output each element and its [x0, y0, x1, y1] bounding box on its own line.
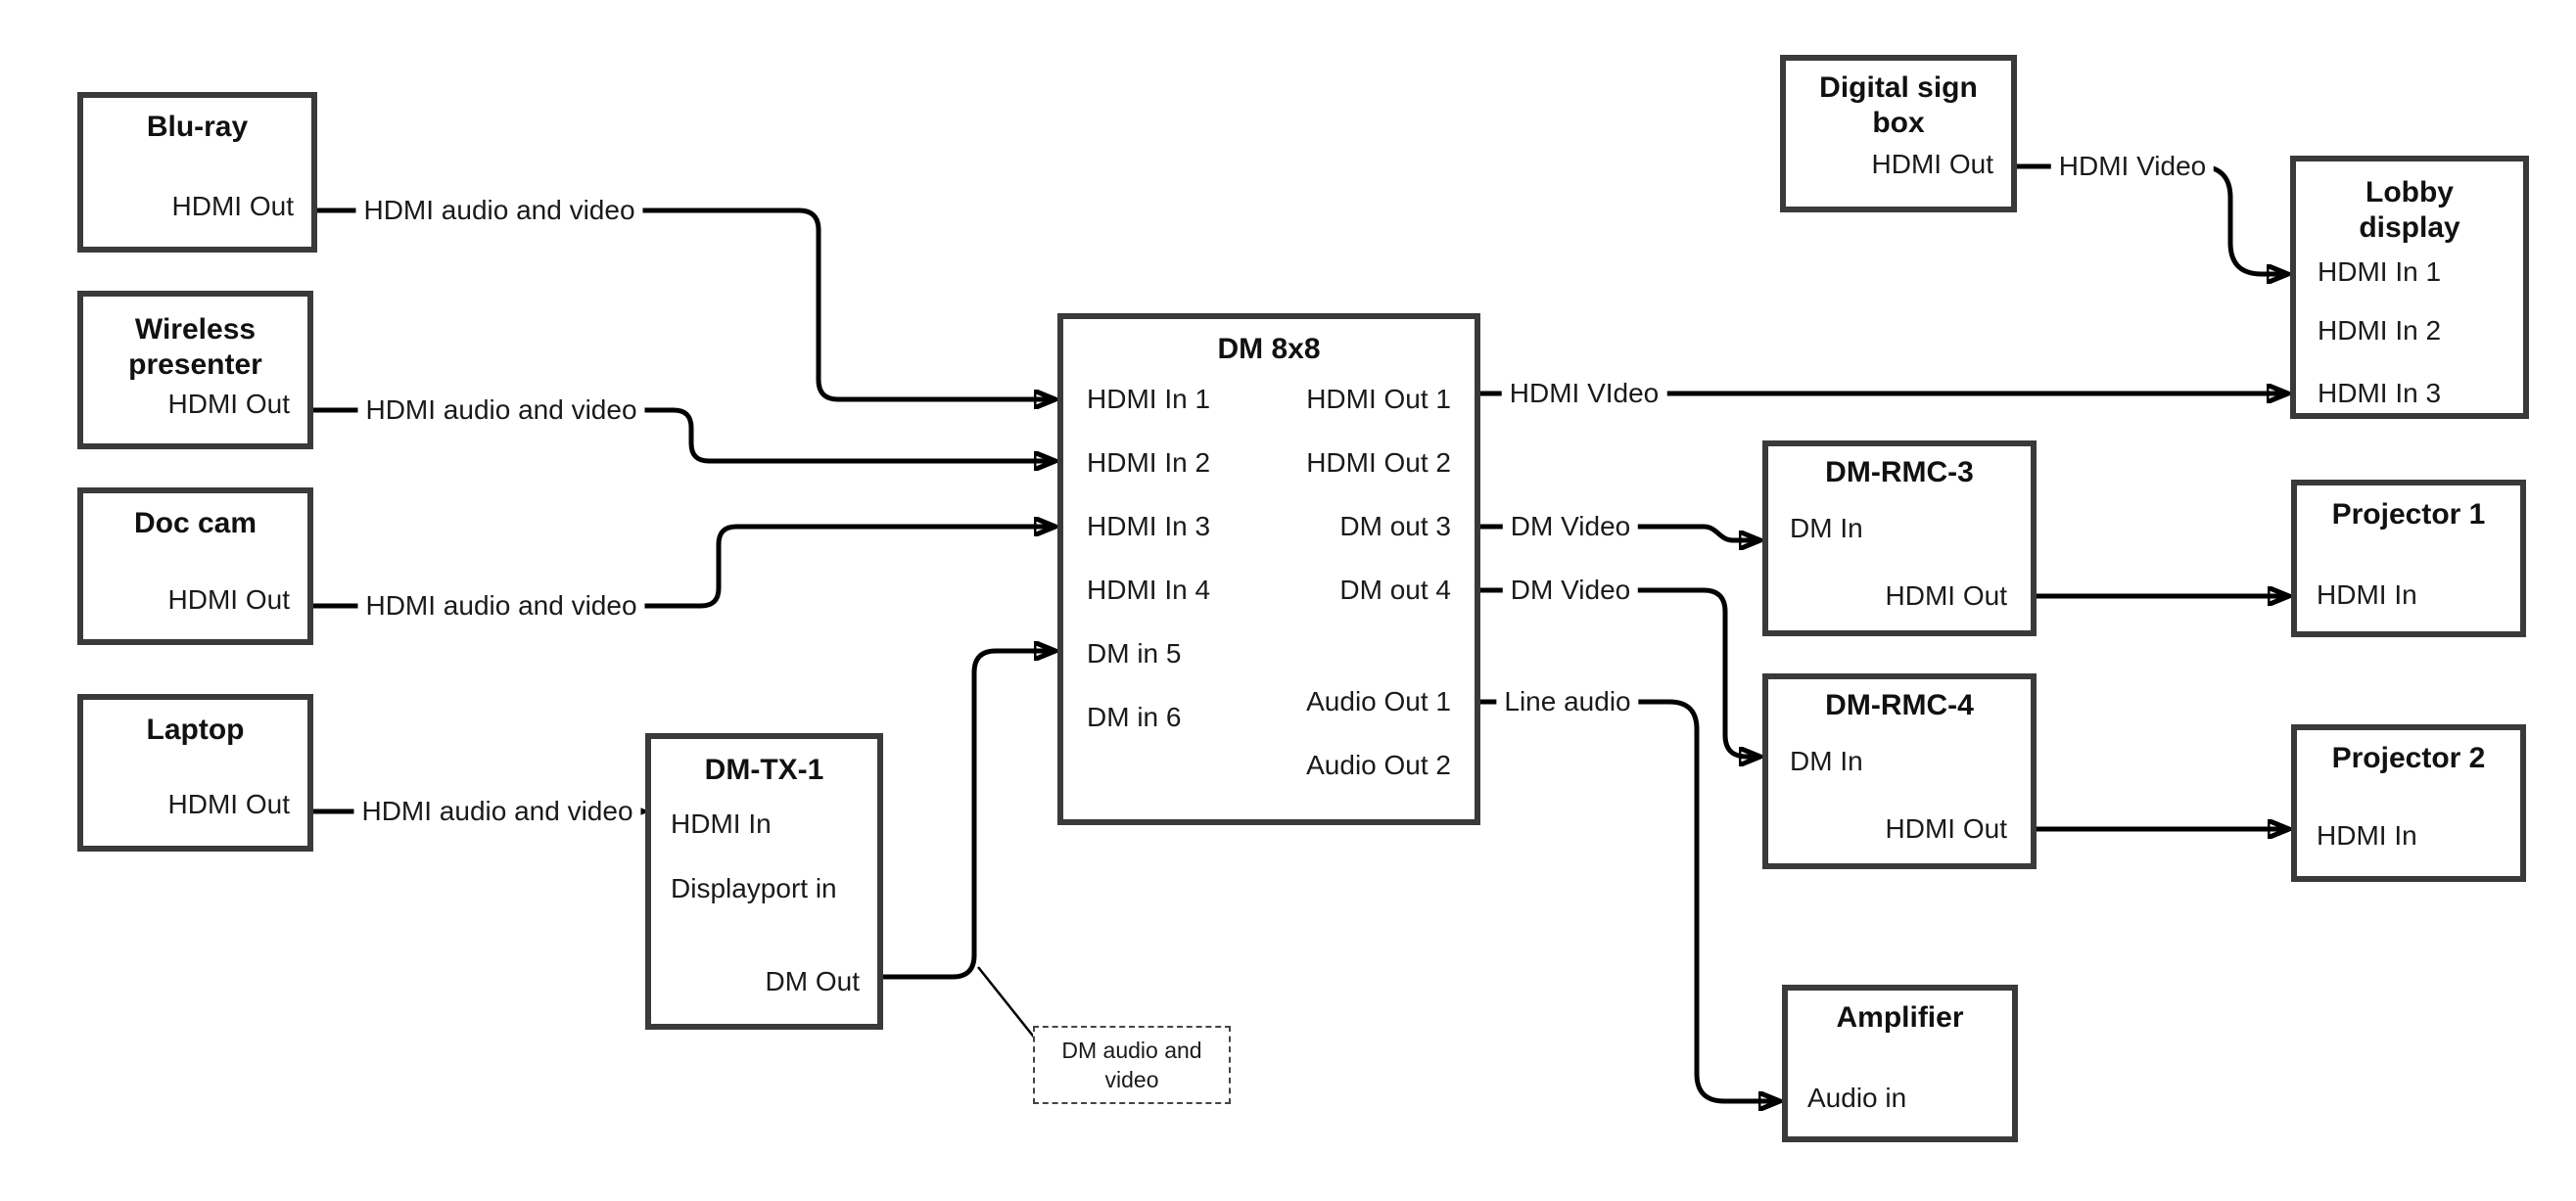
port-hdmi-in-1: HDMI In 1 — [2318, 256, 2442, 287]
port-hdmi-in-2: HDMI In 2 — [2318, 315, 2442, 346]
node-dm-rmc-4: DM-RMC-4 DM In HDMI Out — [1762, 673, 2037, 869]
edge-wireless-to-dm8x8-hdmi-in-2 — [313, 407, 1054, 461]
node-title: DM 8x8 — [1217, 333, 1321, 365]
node-title: DM-TX-1 — [704, 754, 824, 786]
port-hdmi-out-2: HDMI Out 2 — [1306, 447, 1451, 478]
edge-dm8x8-dmout3-to-rmc3-dm-in — [1480, 524, 1759, 540]
edge-label-line-audio: Line audio — [1496, 687, 1639, 716]
edge-dm8x8-audioout1-to-amplifier — [1480, 699, 1779, 1101]
node-title: Digital sign box — [1819, 71, 1978, 139]
port-hdmi-in-1: HDMI In 1 — [1087, 384, 1211, 414]
port-hdmi-in: HDMI In — [2317, 579, 2417, 610]
edge-label-hdmi-audio-and-video-1: HDMI audio and video — [355, 196, 643, 225]
node-amplifier: Amplifier Audio in — [1782, 985, 2018, 1142]
annotation-dm-audio-and-video: DM audio and video — [1033, 1026, 1231, 1104]
port-audio-out-2: Audio Out 2 — [1306, 750, 1451, 780]
node-dm-rmc-3: DM-RMC-3 DM In HDMI Out — [1762, 440, 2037, 636]
edge-label-dm-video-out4: DM Video — [1502, 576, 1639, 605]
port-hdmi-out: HDMI Out — [1871, 149, 1993, 179]
port-dm-in: DM In — [1790, 746, 1863, 776]
node-digital-sign-box: Digital sign box HDMI Out — [1780, 55, 2017, 212]
node-title: Projector 1 — [2331, 498, 2486, 531]
node-title: DM-RMC-3 — [1825, 456, 1974, 488]
port-hdmi-out: HDMI Out — [171, 191, 294, 221]
port-hdmi-out: HDMI Out — [1885, 580, 2007, 611]
port-hdmi-out: HDMI Out — [167, 389, 290, 419]
node-projector-1: Projector 1 HDMI In — [2291, 480, 2526, 637]
callout-line-dm-audio-video — [977, 966, 1037, 1040]
port-dm-in-5: DM in 5 — [1087, 638, 1182, 669]
port-hdmi-in-3: HDMI In 3 — [2318, 378, 2442, 408]
node-title: Wireless presenter — [128, 313, 262, 381]
port-hdmi-in-3: HDMI In 3 — [1087, 511, 1211, 541]
node-dm-8x8: DM 8x8 HDMI In 1 HDMI In 2 HDMI In 3 HDM… — [1057, 313, 1480, 825]
node-title: Blu-ray — [146, 111, 249, 143]
port-hdmi-in-2: HDMI In 2 — [1087, 447, 1211, 478]
edge-label-hdmi-audio-and-video-2: HDMI audio and video — [357, 395, 645, 425]
port-hdmi-out: HDMI Out — [167, 789, 290, 819]
port-displayport-in: Displayport in — [671, 873, 837, 903]
port-dm-in-6: DM in 6 — [1087, 702, 1182, 732]
edge-dm8x8-dmout4-to-rmc4-dm-in — [1480, 587, 1759, 757]
node-doc-cam: Doc cam HDMI Out — [77, 487, 313, 645]
port-hdmi-in-4: HDMI In 4 — [1087, 575, 1211, 605]
port-hdmi-in: HDMI In — [2317, 820, 2417, 851]
port-dm-out-3: DM out 3 — [1339, 511, 1451, 541]
edge-label-hdmi-audio-and-video-3: HDMI audio and video — [357, 591, 645, 621]
port-audio-out-1: Audio Out 1 — [1306, 686, 1451, 716]
node-projector-2: Projector 2 HDMI In — [2291, 724, 2526, 882]
node-title: Amplifier — [1836, 1001, 1964, 1034]
node-title: Doc cam — [133, 507, 258, 539]
node-blu-ray: Blu-ray HDMI Out — [77, 92, 317, 253]
port-dm-in: DM In — [1790, 513, 1863, 543]
edge-doccam-to-dm8x8-hdmi-in-3 — [313, 527, 1054, 609]
node-dm-tx-1: DM-TX-1 HDMI In Displayport in DM Out — [645, 733, 883, 1030]
node-laptop: Laptop HDMI Out — [77, 694, 313, 852]
edge-bluray-to-dm8x8-hdmi-in-1 — [317, 208, 1054, 399]
node-title: DM-RMC-4 — [1825, 689, 1974, 721]
edge-label-hdmi-video-out1: HDMI VIdeo — [1501, 379, 1667, 408]
node-wireless-presenter: Wireless presenter HDMI Out — [77, 291, 313, 449]
port-audio-in: Audio in — [1807, 1083, 1907, 1113]
node-title: Lobby display — [2359, 176, 2460, 244]
node-title: Laptop — [146, 714, 245, 746]
edge-label-dm-video-out3: DM Video — [1502, 512, 1639, 541]
node-lobby-display: Lobby display HDMI In 1 HDMI In 2 HDMI I… — [2290, 156, 2529, 419]
edge-digitalsign-to-lobby-hdmi-in-1 — [2017, 163, 2287, 274]
port-hdmi-out: HDMI Out — [167, 584, 290, 615]
annotation-text: DM audio and video — [1061, 1038, 1202, 1092]
edge-dmtx1-dmout-to-dm8x8-dm-in-5 — [883, 651, 1054, 980]
edge-label-hdmi-video-digitalsign: HDMI Video — [2050, 152, 2215, 181]
port-dm-out-4: DM out 4 — [1339, 575, 1451, 605]
port-hdmi-in: HDMI In — [671, 808, 772, 839]
node-title: Projector 2 — [2331, 742, 2486, 774]
edge-label-hdmi-audio-and-video-4: HDMI audio and video — [353, 797, 641, 826]
port-hdmi-out-1: HDMI Out 1 — [1306, 384, 1451, 414]
port-dm-out: DM Out — [765, 966, 860, 996]
port-hdmi-out: HDMI Out — [1885, 813, 2007, 844]
